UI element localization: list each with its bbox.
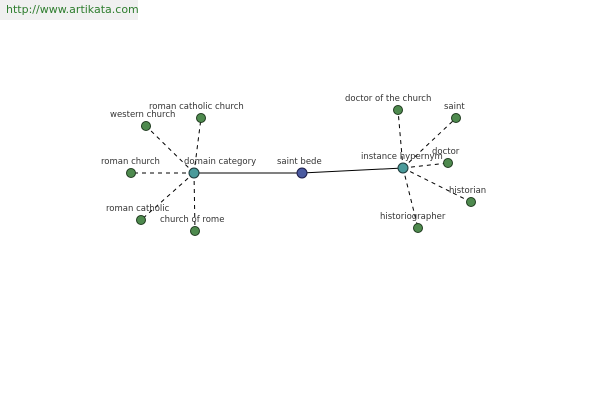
label-historian: historian <box>449 186 486 196</box>
node-doctor[interactable] <box>443 158 453 168</box>
label-doctor: doctor <box>432 147 460 157</box>
watermark-url: http://www.artikata.com <box>0 0 139 20</box>
node-roman-church[interactable] <box>126 168 136 178</box>
node-saint[interactable] <box>451 113 461 123</box>
edge-domain-category-roman-catholic <box>140 172 195 221</box>
node-saint-bede[interactable] <box>296 167 308 179</box>
label-saint: saint <box>444 102 465 112</box>
label-instance-hypernym: instance hypernym <box>361 152 443 162</box>
node-doctor-of-the-church[interactable] <box>393 105 403 115</box>
node-instance-hypernym[interactable] <box>397 162 409 174</box>
node-roman-catholic-church[interactable] <box>196 113 206 123</box>
label-roman-catholic-church: roman catholic church <box>149 102 244 112</box>
edge-domain-category-western-church <box>145 125 195 174</box>
edge-instance-hypernym-doctor-of-the-church <box>397 109 404 169</box>
node-domain-category[interactable] <box>188 167 200 179</box>
node-roman-catholic[interactable] <box>136 215 146 225</box>
label-roman-church: roman church <box>101 157 160 167</box>
label-domain-category: domain category <box>184 157 256 167</box>
edge-instance-hypernym-historian <box>402 167 472 203</box>
node-historiographer[interactable] <box>413 223 423 233</box>
edge-instance-hypernym-doctor <box>402 162 449 169</box>
node-church-of-rome[interactable] <box>190 226 200 236</box>
label-saint-bede: saint bede <box>277 157 322 167</box>
edges-layer <box>131 109 472 232</box>
edge-instance-hypernym-historiographer <box>402 167 419 229</box>
label-church-of-rome: church of rome <box>160 215 224 225</box>
nodes-layer <box>126 105 476 236</box>
labels-layer: saint bede domain category instance hypern… <box>101 94 486 225</box>
edge-domain-category-roman-catholic-church <box>193 117 202 174</box>
node-western-church[interactable] <box>141 121 151 131</box>
edge-domain-category-church-of-rome <box>193 172 196 232</box>
label-doctor-of-the-church: doctor of the church <box>345 94 431 104</box>
label-historiographer: historiographer <box>380 212 446 222</box>
node-historian[interactable] <box>466 197 476 207</box>
edge-saint-bede-instance-hypernym <box>301 167 404 174</box>
label-western-church: western church <box>110 110 175 120</box>
label-roman-catholic: roman catholic <box>106 204 170 214</box>
